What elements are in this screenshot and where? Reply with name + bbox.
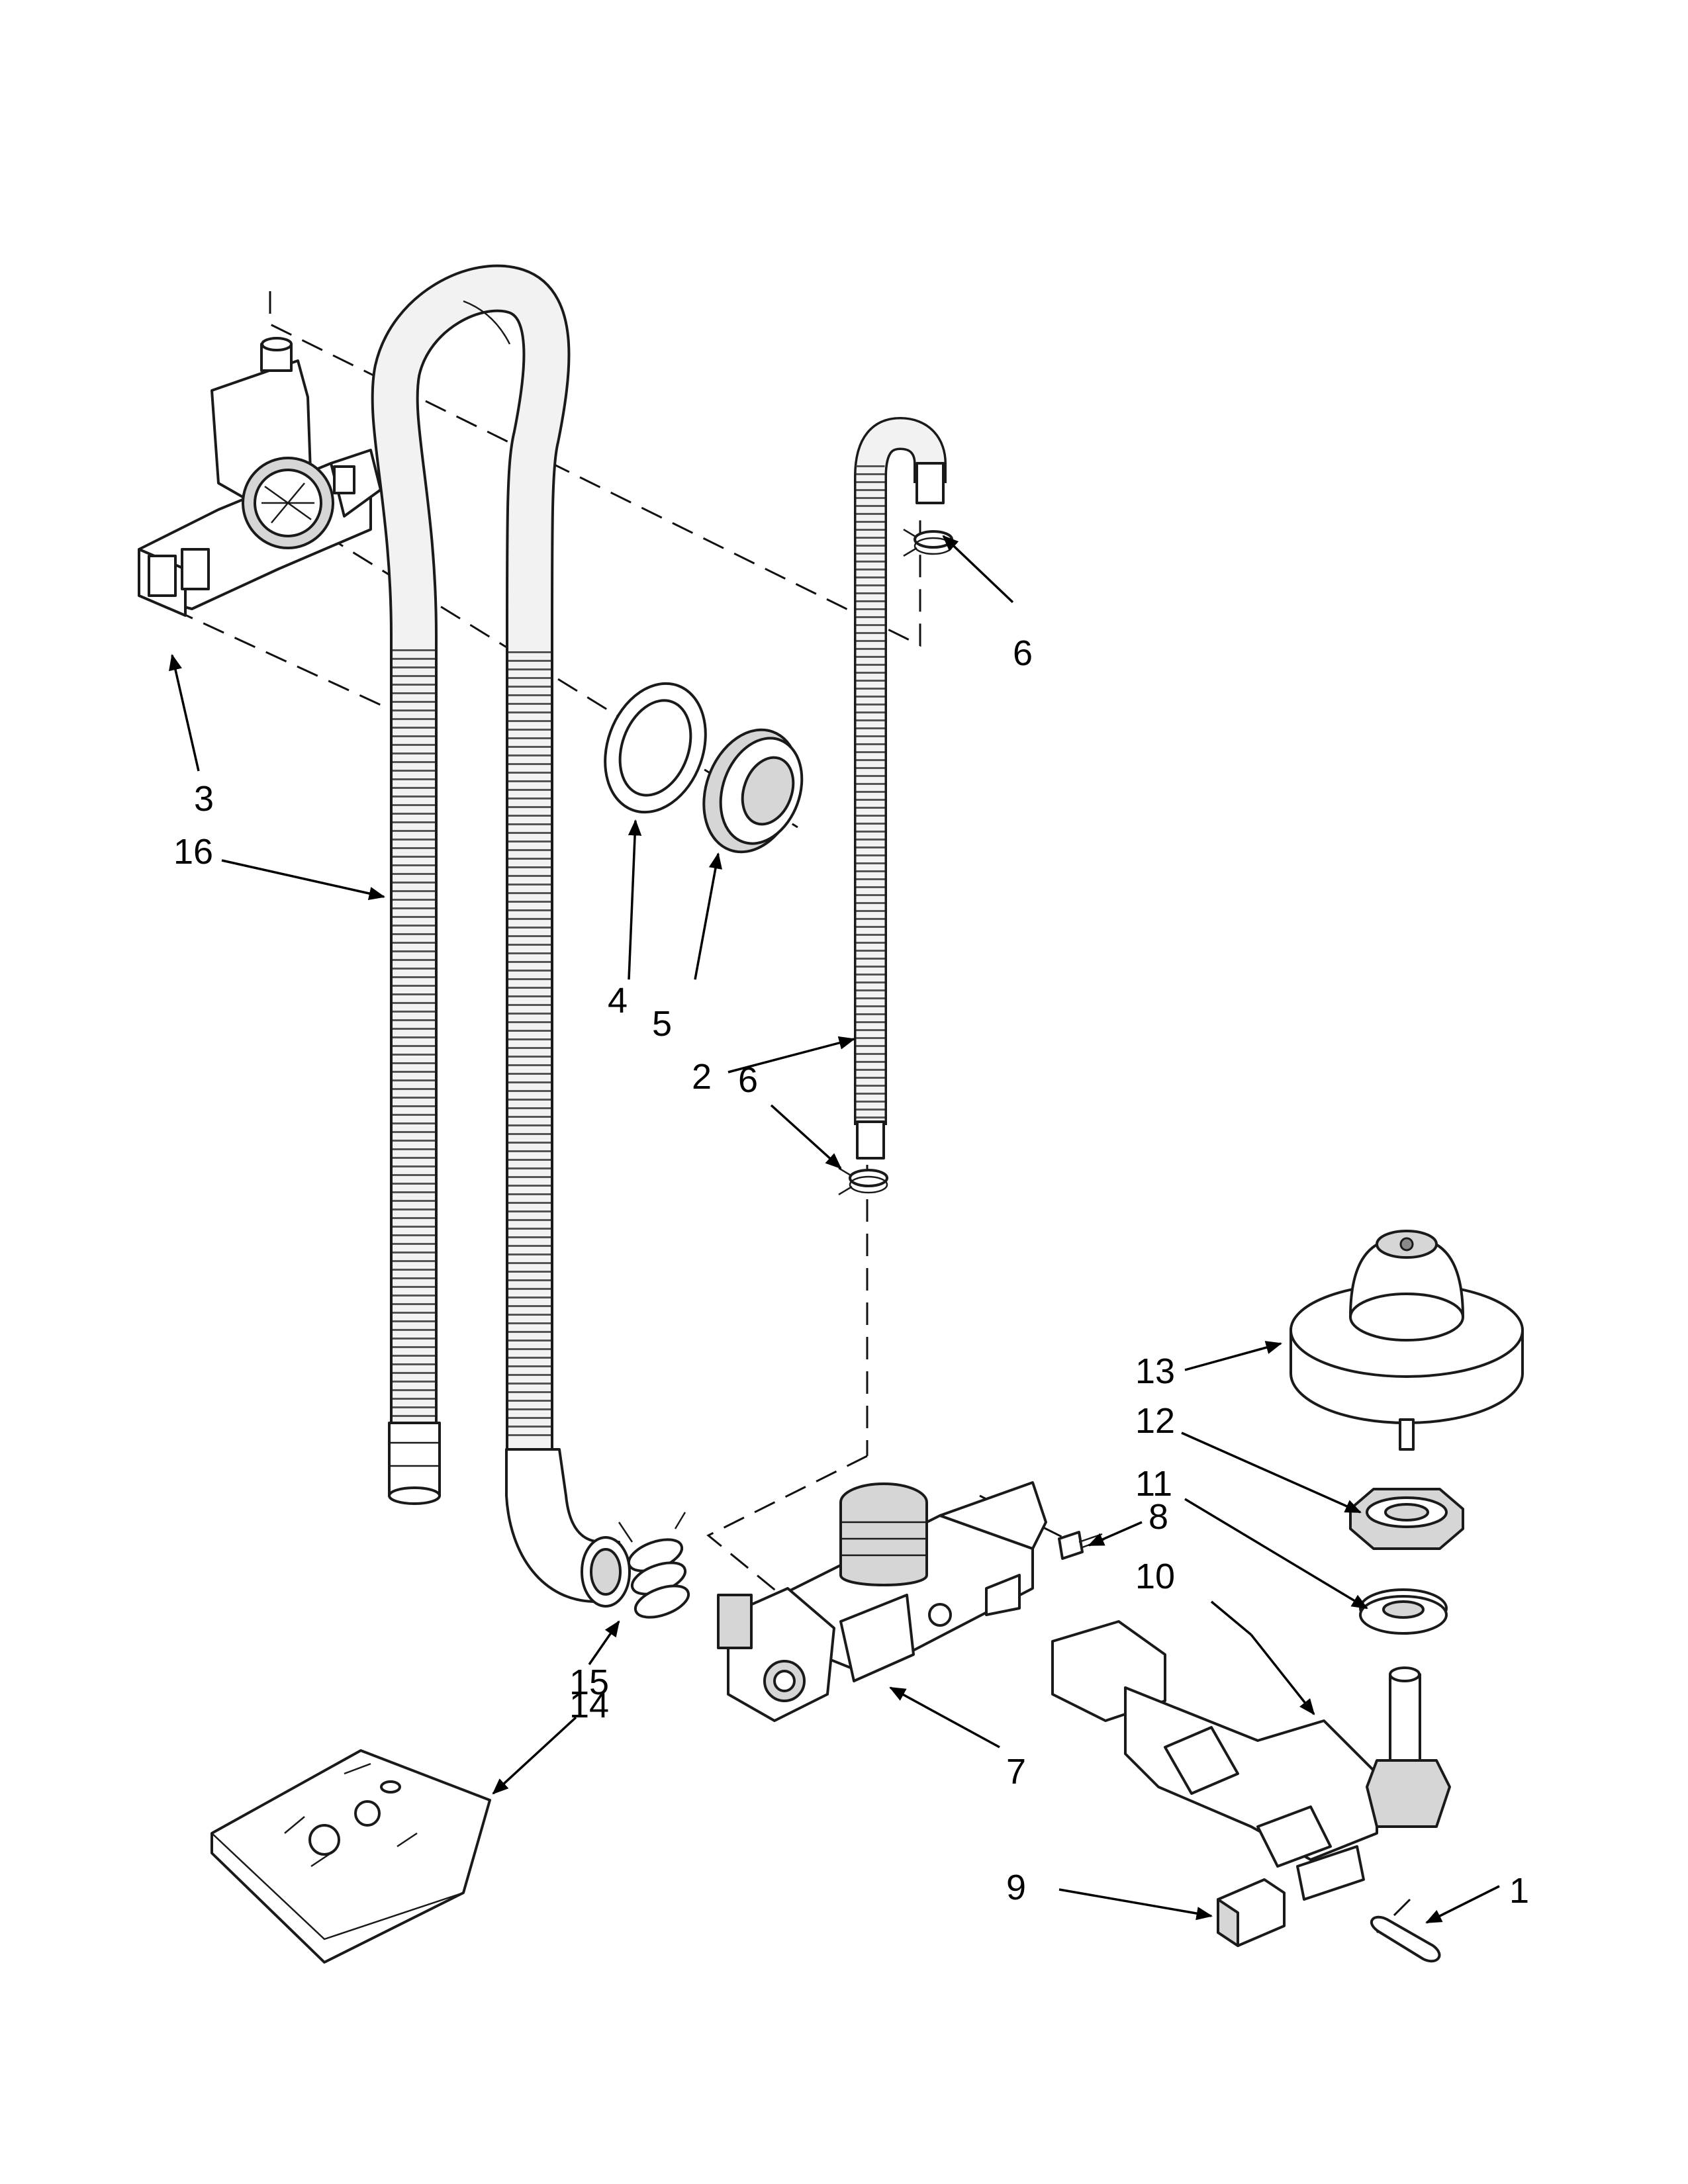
switch-part-9 [1217, 1878, 1286, 1947]
callout-8: 8 [1149, 1497, 1168, 1537]
hose-clamp-part-6-lower [838, 1167, 888, 1196]
water-valve-part-7 [717, 1481, 1047, 1722]
callout-6-upper: 6 [1013, 633, 1033, 673]
float-part-13 [1289, 1230, 1524, 1451]
callout-10: 10 [1135, 1557, 1175, 1596]
clip-part-1 [1370, 1915, 1441, 1963]
callout-16: 16 [173, 832, 213, 872]
drain-hose-part-16 [371, 264, 631, 1608]
parts-bag-part-14 [211, 1749, 491, 1964]
air-gap-bracket-part-3 [138, 337, 382, 617]
callout-labels: 1 2 3 4 5 6 6 7 8 9 10 11 12 13 14 15 16 [173, 633, 1529, 1911]
hose-clamp-part-15 [618, 1512, 690, 1619]
callout-7: 7 [1006, 1752, 1026, 1792]
leader-lines [169, 535, 1500, 1924]
callout-14: 14 [569, 1686, 609, 1725]
callout-12: 12 [1135, 1401, 1175, 1441]
callout-11: 11 [1135, 1464, 1172, 1504]
float-washer-part-11 [1359, 1588, 1448, 1635]
washer-part-4 [604, 682, 707, 814]
callout-13: 13 [1135, 1351, 1175, 1391]
callout-15: 15 [569, 1662, 609, 1702]
hose-clamp-part-6-upper [903, 528, 953, 557]
callout-1: 1 [1509, 1871, 1529, 1911]
float-switch-bracket-part-10 [1051, 1620, 1451, 1901]
nut-part-5 [702, 728, 804, 854]
callout-4: 4 [608, 981, 628, 1021]
callout-6-lower: 6 [738, 1060, 758, 1100]
callout-5: 5 [652, 1004, 672, 1044]
screw-part-8 [1058, 1531, 1105, 1560]
float-nut-part-12 [1349, 1488, 1464, 1550]
callout-3: 3 [194, 779, 214, 819]
callout-2: 2 [692, 1057, 712, 1097]
callout-9: 9 [1006, 1868, 1026, 1907]
fill-hose-part-2 [854, 417, 947, 1160]
